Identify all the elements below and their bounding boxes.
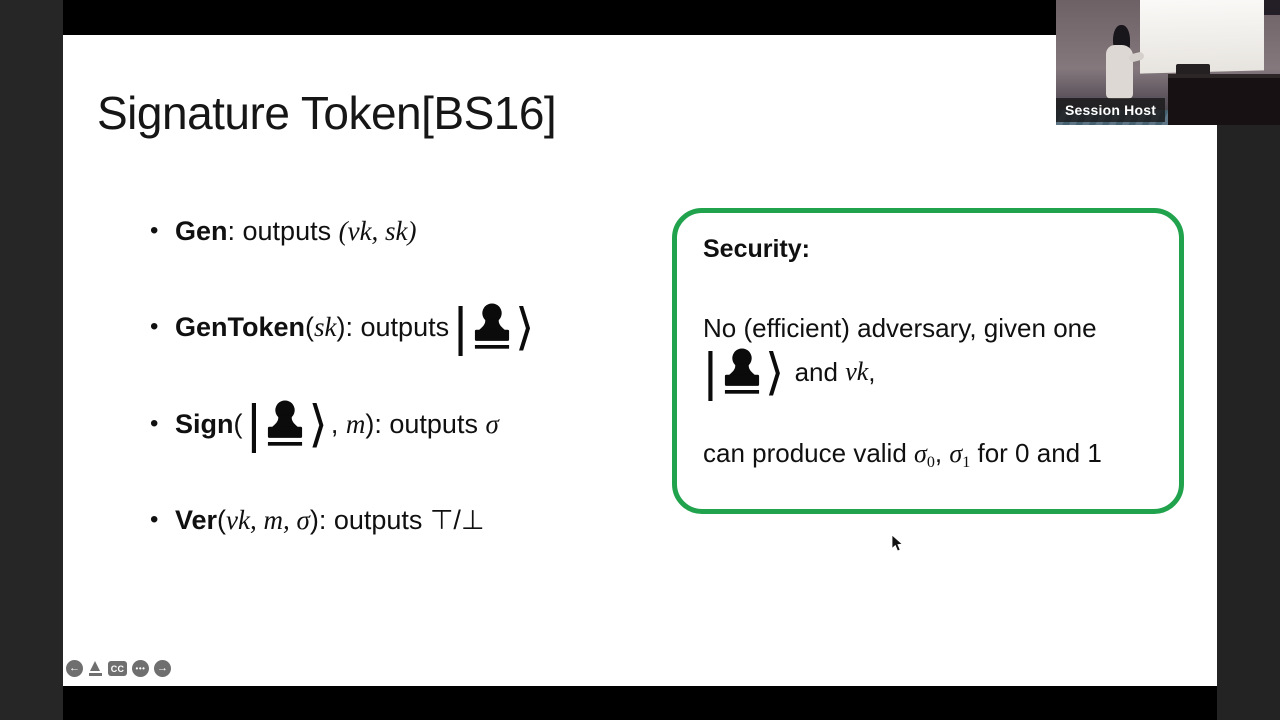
text-segment: ): outputs ⊤/⊥ — [309, 504, 485, 535]
text-segment: No (efficient) adversary, given one — [703, 313, 1097, 343]
security-callout-box: Security: No (efficient) adversary, give… — [672, 208, 1184, 514]
text-segment: can produce valid — [703, 438, 915, 468]
stamp-icon — [474, 303, 510, 349]
pen-icon — [90, 661, 100, 671]
text-segment: σ — [949, 439, 963, 468]
text-segment: , — [934, 438, 950, 468]
slideshow-toolbar: ← CC ••• → — [66, 660, 171, 677]
laptop-shape — [1176, 64, 1210, 76]
text-segment: Security: — [703, 235, 810, 263]
text-segment: σ — [914, 439, 927, 468]
ket-close-bracket: ⟩ — [308, 395, 328, 453]
bullet-sign-text: Sign( |⟩ , m): outputs σ — [175, 395, 499, 453]
video-thumbnail-session-host[interactable]: Session Host — [1056, 0, 1280, 125]
ket-open-bar: | — [702, 343, 719, 401]
security-heading: Security: — [703, 235, 810, 264]
bullet-marker: • — [150, 217, 159, 244]
text-segment: m — [345, 408, 366, 439]
bullet-marker: • — [150, 410, 159, 437]
ket-close-bracket: ⟩ — [764, 343, 785, 401]
text-segment: and — [787, 356, 846, 387]
token-state-ket: |⟩ — [452, 298, 535, 356]
security-line-2: |⟩ and vk, — [699, 339, 876, 405]
bullet-gen-text: Gen: outputs (vk, sk) — [175, 216, 417, 247]
text-segment: ( — [233, 408, 243, 439]
more-options-button[interactable]: ••• — [132, 660, 149, 677]
bullet-ver-text: Ver(vk, m, σ): outputs ⊤/⊥ — [175, 505, 484, 536]
text-segment: ( — [217, 504, 227, 535]
ket-open-bar: | — [245, 395, 263, 453]
mouse-cursor — [891, 534, 904, 552]
token-state-ket: |⟩ — [702, 343, 785, 401]
bullet-marker: • — [150, 506, 159, 533]
bottom-letterbox — [63, 686, 1217, 720]
text-segment: ): outputs — [365, 408, 486, 439]
text-segment: sk — [314, 311, 337, 342]
bullet-gentoken: • GenToken(sk): outputs |⟩ — [150, 299, 537, 355]
text-segment: σ — [485, 408, 499, 439]
bullet-sign: • Sign( |⟩ , m): outputs σ — [150, 396, 499, 452]
bullet-marker: • — [150, 313, 159, 340]
text-segment: , — [330, 408, 346, 439]
left-letterbox — [0, 0, 63, 720]
stamp-icon — [724, 348, 759, 394]
text-segment: vk, m, σ — [226, 504, 310, 535]
pen-icon-base — [89, 673, 102, 676]
text-segment: 0 — [926, 453, 935, 471]
text-segment: Gen — [175, 215, 228, 246]
slide-title: Signature Token[BS16] — [97, 87, 557, 139]
security-line-1: No (efficient) adversary, given one — [703, 313, 1097, 344]
ket-close-bracket: ⟩ — [514, 298, 535, 356]
security-line-3: can produce valid σ0, σ1 for 0 and 1 — [703, 438, 1102, 471]
text-segment: vk — [845, 357, 869, 386]
token-state-ket: |⟩ — [245, 395, 328, 453]
text-segment: , — [868, 356, 876, 387]
arrow-right-icon: → — [157, 662, 168, 674]
next-slide-button[interactable]: → — [154, 660, 171, 677]
bullet-gen: • Gen: outputs (vk, sk) — [150, 203, 417, 259]
text-segment: ): outputs — [336, 311, 450, 342]
closed-captions-button[interactable]: CC — [108, 661, 127, 676]
bullet-gentoken-text: GenToken(sk): outputs |⟩ — [175, 298, 537, 356]
text-segment: for 0 and 1 — [970, 438, 1102, 468]
text-segment: Ver — [175, 504, 218, 535]
previous-slide-button[interactable]: ← — [66, 660, 83, 677]
bullet-ver: • Ver(vk, m, σ): outputs ⊤/⊥ — [150, 492, 484, 548]
arrow-left-icon: ← — [69, 662, 80, 674]
stamp-icon — [268, 400, 303, 446]
text-segment: : outputs — [227, 215, 339, 246]
ket-open-bar: | — [452, 298, 469, 356]
text-segment: 1 — [962, 453, 971, 471]
text-segment: Sign — [175, 408, 234, 439]
participant-name-label: Session Host — [1056, 98, 1166, 122]
ellipsis-icon: ••• — [135, 663, 146, 673]
text-segment: GenToken — [175, 311, 306, 342]
presenter-body-shape — [1106, 45, 1133, 99]
cc-icon: CC — [110, 663, 125, 674]
top-letterbox — [63, 0, 1217, 35]
text-segment: (vk, sk) — [338, 215, 417, 246]
projection-screen-shape — [1140, 0, 1264, 74]
podium-shape — [1168, 74, 1280, 125]
pen-tool-button[interactable] — [88, 660, 103, 677]
text-segment: ( — [305, 311, 315, 342]
